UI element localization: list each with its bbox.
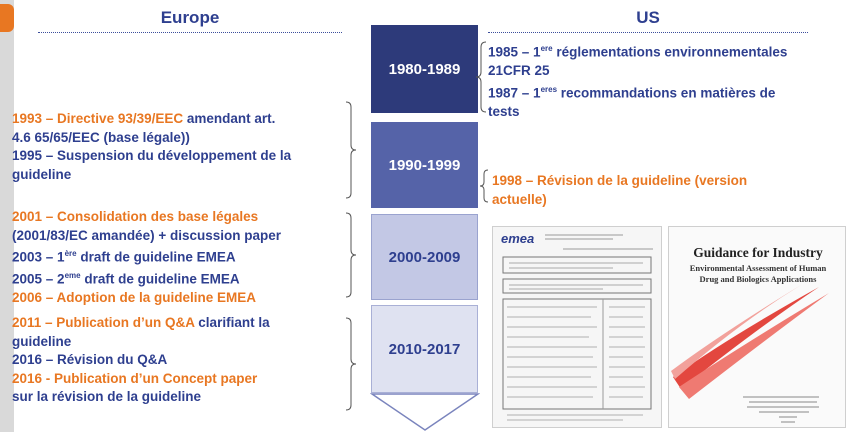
europe-2016-concept-line: 2016 - Publication d’un Concept paper — [12, 370, 258, 386]
europe-1995-line: 1995 – Suspension du développement de la — [12, 148, 292, 163]
era-2010-2017: 2010-2017 — [371, 305, 478, 393]
emea-document-image: emea — [492, 226, 662, 428]
europe-2000s-text: 2001 – Consolidation des base légales (2… — [12, 208, 281, 308]
us-1985-line: 1985 – 1ere réglementations environnemen… — [488, 44, 788, 60]
europe-2003-line: 2003 – 1ère draft de guideline EMEA — [12, 249, 236, 265]
era-2000-2009: 2000-2009 — [371, 214, 478, 300]
sidebar-accent — [0, 4, 14, 32]
europe-1993-highlight: 1993 – Directive 93/39/EEC — [12, 111, 184, 126]
fda-guidance-document-image: Guidance for Industry Environmental Asse… — [668, 226, 846, 428]
europe-2011-highlight: 2011 – Publication d’un Q&A — [12, 315, 195, 330]
us-1980s-text: 1985 – 1ere réglementations environnemen… — [488, 40, 787, 121]
era-1980-1989: 1980-1989 — [371, 25, 478, 113]
left-sidebar-strip — [0, 0, 14, 432]
europe-2001-line: 2001 – Consolidation des base légales — [12, 209, 259, 224]
emea-logo: emea — [501, 231, 535, 246]
us-title: US — [636, 8, 660, 27]
europe-title-rule — [38, 32, 342, 33]
us-1998-line: 1998 – Révision de la guideline (version — [492, 173, 748, 188]
us-21cfr-line: 21CFR 25 — [488, 63, 550, 78]
brace-us-1990s — [479, 169, 489, 203]
europe-1990s-text: 1993 – Directive 93/39/EEC amendant art.… — [12, 110, 291, 184]
europe-2011-line2: guideline — [12, 333, 72, 349]
brace-europe-2000s — [345, 212, 357, 298]
us-1990s-text: 1998 – Révision de la guideline (version… — [492, 172, 747, 209]
era-1990-1999: 1990-1999 — [371, 122, 478, 208]
emea-document-lines — [502, 234, 653, 421]
europe-1995-line2: guideline — [12, 166, 72, 182]
guidance-subtitle-1: Environmental Assessment of Human — [689, 263, 827, 273]
europe-1993-rest: amendant art. — [183, 111, 276, 126]
fda-swoosh-graphic — [671, 285, 829, 423]
europe-2016-concept-line2: sur la révision de la guideline — [12, 389, 202, 404]
brace-europe-1990s — [345, 101, 357, 199]
europe-2016-qa-line: 2016 – Révision du Q&A — [12, 352, 168, 367]
us-1998-line2: actuelle) — [492, 191, 547, 207]
brace-europe-2010s — [345, 317, 357, 411]
timeline-arrow-icon — [370, 393, 480, 431]
us-title-rule — [488, 32, 808, 33]
brace-us-1980s — [475, 41, 487, 113]
europe-2010s-text: 2011 – Publication d’un Q&A clarifiant l… — [12, 314, 270, 407]
guidance-subtitle-2: Drug and Biologics Applications — [699, 274, 817, 284]
us-1987-line: 1987 – 1eres recommandations en matières… — [488, 84, 776, 101]
europe-1993-line2: 4.6 65/65/EEC (base légale)) — [12, 129, 190, 145]
europe-2006-line: 2006 – Adoption de la guideline EMEA — [12, 290, 257, 305]
europe-2001-line2: (2001/83/EC amandée) + discussion paper — [12, 227, 281, 243]
europe-title: Europe — [160, 8, 220, 27]
us-1987-line2: tests — [488, 103, 520, 119]
europe-2005-line: 2005 – 2eme draft de guideline EMEA — [12, 271, 240, 287]
europe-2011-rest: clarifiant la — [194, 315, 270, 330]
guidance-title: Guidance for Industry — [693, 245, 823, 260]
